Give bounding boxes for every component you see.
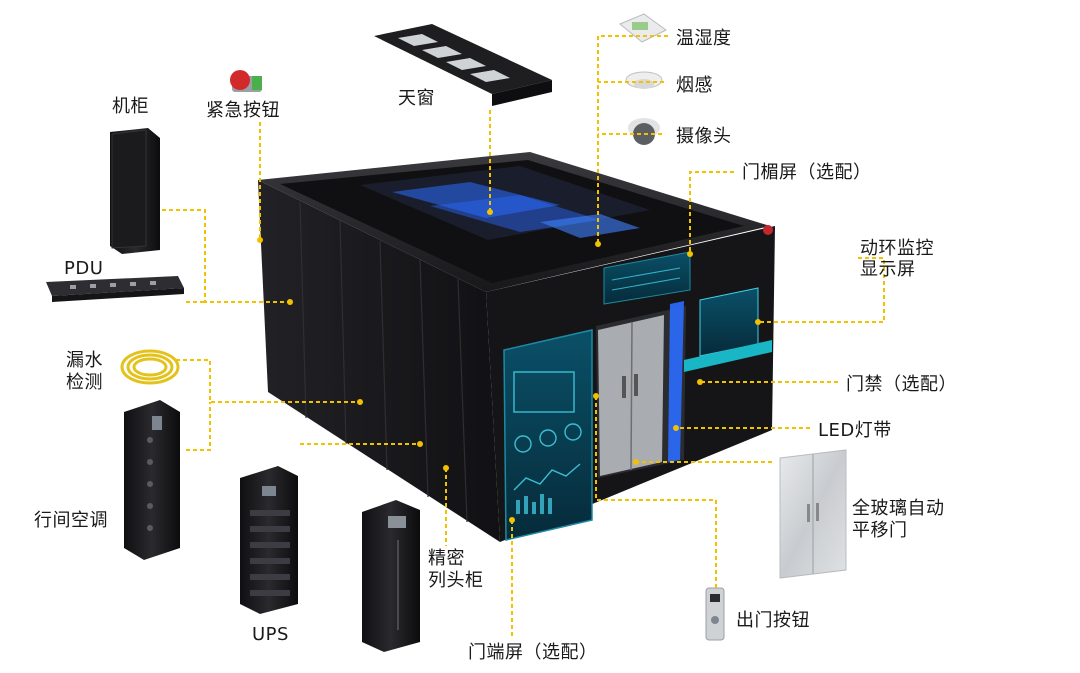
label-ups: UPS xyxy=(252,624,289,645)
smoke-detector-device xyxy=(625,71,663,89)
label-inrow-ac: 行间空调 xyxy=(34,510,108,531)
label-glass-door-1: 全玻璃自动 xyxy=(852,498,945,519)
label-lintel-screen: 门楣屏（选配） xyxy=(742,162,872,183)
label-leak-2: 检测 xyxy=(66,372,103,393)
leader-dots xyxy=(257,209,761,523)
label-smoke: 烟感 xyxy=(676,75,713,96)
label-led-strip: LED灯带 xyxy=(818,420,892,441)
skylight-device xyxy=(374,24,552,106)
enclosure-left-wall xyxy=(258,180,500,542)
pdu-device xyxy=(46,276,184,302)
led-strip-light xyxy=(668,301,684,462)
ups-device xyxy=(240,466,298,614)
label-cabinet: 机柜 xyxy=(112,96,149,117)
label-glass-door-2: 平移门 xyxy=(852,520,908,541)
label-leak-1: 漏水 xyxy=(66,350,103,371)
label-env-monitor-1: 动环监控 xyxy=(860,238,934,259)
lintel-screen-panel xyxy=(603,251,691,305)
leader-cabinet xyxy=(162,209,290,303)
precision-cabinet-device xyxy=(362,500,420,652)
leader-lines xyxy=(162,35,885,636)
leader-env xyxy=(758,257,885,323)
leader-exit xyxy=(595,396,717,588)
leader-inrow xyxy=(186,402,211,451)
label-end-screen: 门端屏（选配） xyxy=(468,642,598,663)
exit-button-device xyxy=(705,587,725,641)
emergency-button-device xyxy=(230,70,262,92)
leader-temp xyxy=(597,35,668,244)
glass-door-product xyxy=(779,449,847,579)
inrow-ac-device xyxy=(124,400,180,560)
label-temp-humidity: 温湿度 xyxy=(676,28,732,49)
temp-humidity-device xyxy=(619,13,667,43)
leader-leak xyxy=(176,359,360,403)
label-camera: 摄像头 xyxy=(676,126,732,147)
label-exit-button: 出门按钮 xyxy=(736,610,810,631)
end-screen-panel xyxy=(503,329,593,541)
camera-device xyxy=(628,118,660,145)
cabinet-device xyxy=(110,128,160,254)
label-skylight: 天窗 xyxy=(398,88,435,109)
leak-detection-rope xyxy=(120,349,180,385)
label-access-control: 门禁（选配） xyxy=(846,374,957,395)
label-pdu: PDU xyxy=(64,258,104,279)
label-precision-2: 列头柜 xyxy=(428,570,484,591)
leader-lintel xyxy=(689,171,734,254)
label-emergency-button: 紧急按钮 xyxy=(206,100,280,121)
label-precision-1: 精密 xyxy=(428,548,465,569)
label-env-monitor-2: 显示屏 xyxy=(860,259,916,280)
